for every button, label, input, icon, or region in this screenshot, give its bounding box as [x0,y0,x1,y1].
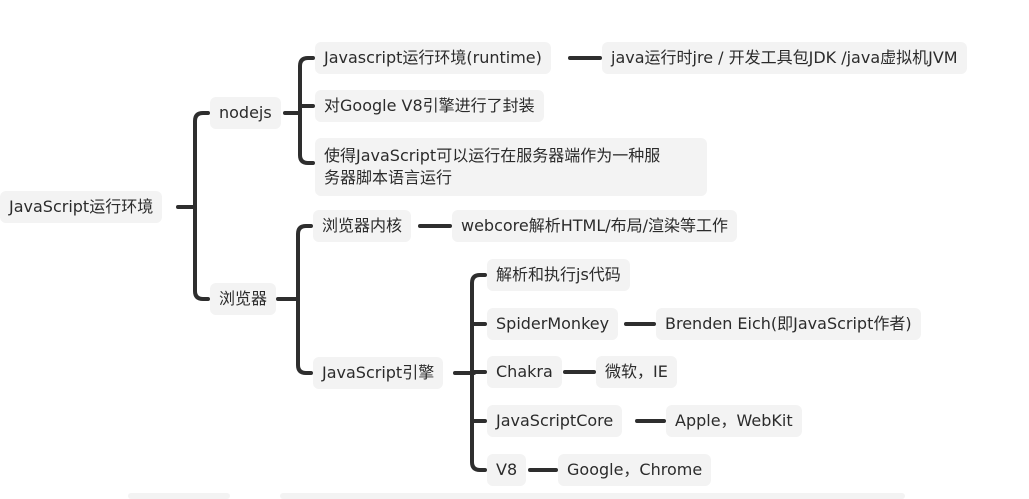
javascriptcore-node[interactable]: JavaScriptCore [487,405,623,437]
js-engine-node[interactable]: JavaScript引擎 [313,357,444,389]
cropped-node-bottom [128,493,230,499]
spidermonkey-node[interactable]: SpiderMonkey [487,308,619,340]
v8-info-node[interactable]: Google，Chrome [558,454,712,486]
chakra-node[interactable]: Chakra [487,356,562,388]
v8-wrap-node[interactable]: 对Google V8引擎进行了封装 [315,90,544,122]
nodejs-node[interactable]: nodejs [210,97,281,129]
server-side-node[interactable]: 使得JavaScript可以运行在服务器端作为一种服 务器脚本语言运行 [315,138,707,196]
spidermonkey-info-node[interactable]: Brenden Eich(即JavaScript作者) [656,308,921,340]
v8-node[interactable]: V8 [487,454,527,486]
browser-kernel-node[interactable]: 浏览器内核 [313,210,412,242]
cropped-node-bottom [280,493,905,499]
server-side-line-2: 务器脚本语言运行 [324,168,453,187]
root-node[interactable]: JavaScript运行环境 [0,191,163,223]
javascriptcore-info-node[interactable]: Apple，WebKit [666,405,802,437]
browser-node[interactable]: 浏览器 [210,283,277,315]
chakra-info-node[interactable]: 微软，IE [596,356,677,388]
jre-jdk-jvm-node[interactable]: java运行时jre / 开发工具包JDK /java虚拟机JVM [602,42,967,74]
server-side-line-1: 使得JavaScript可以运行在服务器端作为一种服 [324,146,661,165]
webcore-node[interactable]: webcore解析HTML/布局/渲染等工作 [452,210,738,242]
runtime-node[interactable]: Javascript运行环境(runtime) [315,42,551,74]
engine-desc-node[interactable]: 解析和执行js代码 [487,259,630,291]
